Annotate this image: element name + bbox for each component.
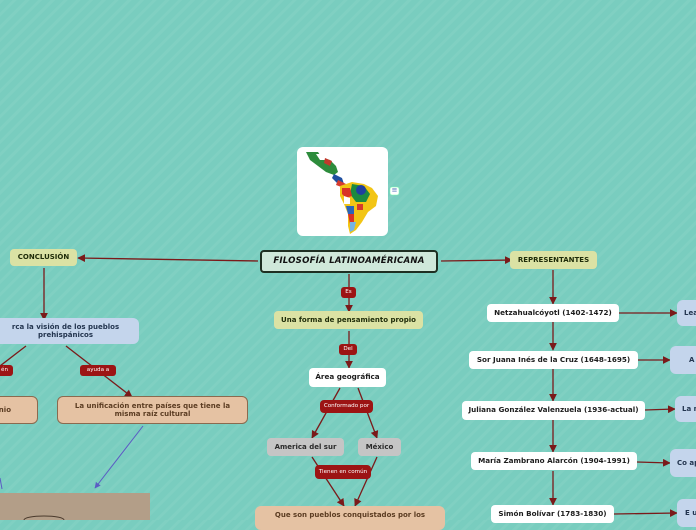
unification-node[interactable]: La unificación entre países que tiene la… xyxy=(57,396,248,424)
link-label-left: én xyxy=(0,365,13,376)
central-topic[interactable]: FILOSOFÍA LATINOAMÉRICANA xyxy=(260,250,438,273)
left-cutoff-node[interactable]: inio xyxy=(0,396,38,424)
mexico-flag-shape xyxy=(306,152,338,175)
person-simon-bolivar[interactable]: Simón Bolívar (1783-1830) xyxy=(491,505,614,523)
representantes-node[interactable]: REPRESENTANTES xyxy=(510,251,597,269)
mexico-node[interactable]: México xyxy=(358,438,401,456)
link-label-conformado: Conformado por xyxy=(320,400,373,413)
side-note-3[interactable]: La n xyxy=(675,396,696,422)
definition-node[interactable]: Una forma de pensamiento propio xyxy=(274,311,423,329)
link-label-es: Es xyxy=(341,287,356,298)
side-note-5[interactable]: E un xyxy=(677,499,696,527)
side-note-4[interactable]: Co apre xyxy=(670,449,696,477)
person-juliana-gonzalez[interactable]: Juliana González Valenzuela (1936-actual… xyxy=(462,401,645,420)
vision-node[interactable]: rca la visión de los pueblos prehispánic… xyxy=(0,318,139,344)
link-label-del: Del xyxy=(339,344,357,355)
map-menu-button xyxy=(389,186,400,196)
side-note-1[interactable]: Lea xyxy=(677,300,696,326)
link-label-comun: Tienen en común xyxy=(315,465,371,479)
america-sur-node[interactable]: America del sur xyxy=(267,438,344,456)
conclusion-node[interactable]: CONCLUSIÓN xyxy=(10,249,77,266)
conquered-node[interactable]: Que son pueblos conquistados por los xyxy=(255,506,445,530)
side-note-2[interactable]: A xyxy=(670,346,696,374)
person-netzahualcoyotl[interactable]: Netzahualcóyotl (1402-1472) xyxy=(487,304,619,322)
latin-america-map-image xyxy=(297,147,388,236)
link-label-ayuda: ayuda a xyxy=(80,365,116,376)
person-sor-juana[interactable]: Sor Juana Inés de la Cruz (1648-1695) xyxy=(469,351,638,369)
person-maria-zambrano[interactable]: María Zambrano Alarcón (1904-1991) xyxy=(471,452,637,470)
photo-circle-icon xyxy=(23,515,65,520)
area-node[interactable]: Área geográfica xyxy=(309,368,386,387)
photo-block xyxy=(0,493,150,520)
map-menu-icon[interactable]: ≡ xyxy=(391,186,398,194)
